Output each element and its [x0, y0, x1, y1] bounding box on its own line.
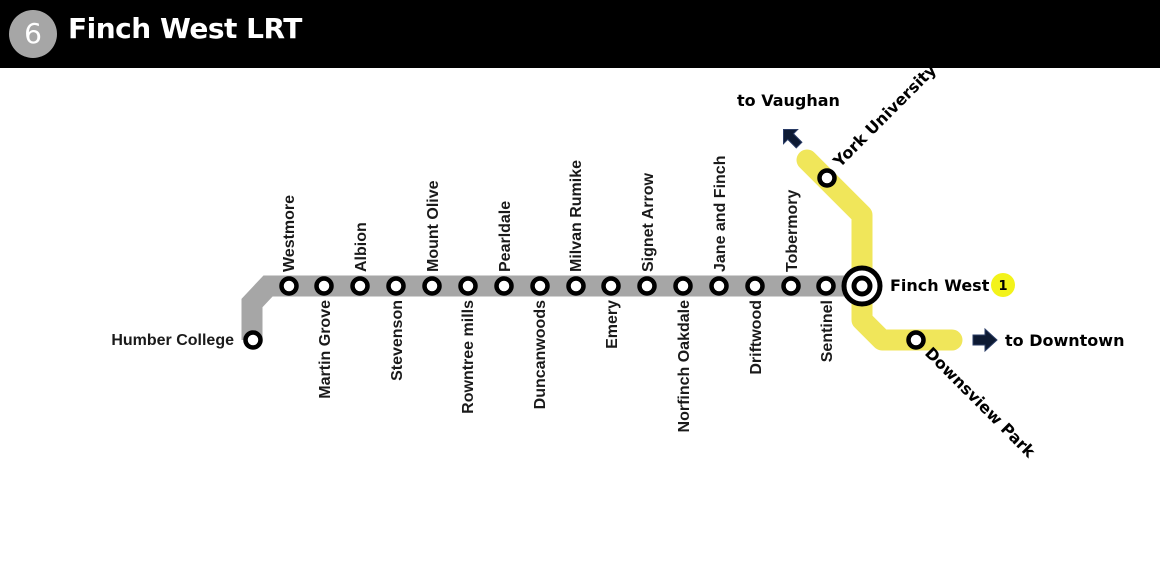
- line-1-track: [796, 149, 963, 351]
- station-york-university[interactable]: [817, 168, 837, 188]
- label-humber-college: Humber College: [111, 332, 234, 349]
- station-driftwood[interactable]: [745, 276, 765, 296]
- label-milvan-rumike: Milvan Rumike: [568, 160, 585, 272]
- station-stevenson[interactable]: [386, 276, 406, 296]
- label-martin-grove: Martin Grove: [317, 300, 334, 399]
- station-westmore[interactable]: [279, 276, 299, 296]
- label-duncanwoods: Duncanwoods: [532, 300, 549, 409]
- label-stevenson: Stevenson: [389, 300, 406, 381]
- label-albion: Albion: [353, 222, 370, 272]
- label-york-university: York University: [829, 60, 941, 172]
- header-bar: 6 Finch West LRT: [0, 0, 1160, 68]
- arrow-east-icon: [972, 327, 998, 353]
- label-rowntree-mills: Rowntree mills: [460, 300, 477, 414]
- station-duncanwoods[interactable]: [530, 276, 550, 296]
- station-emery[interactable]: [601, 276, 621, 296]
- label-westmore: Westmore: [281, 195, 298, 272]
- station-jane-and-finch[interactable]: [709, 276, 729, 296]
- label-driftwood: Driftwood: [748, 300, 765, 375]
- station-pearldale[interactable]: [494, 276, 514, 296]
- route-number-badge: 6: [9, 10, 57, 58]
- station-signet-arrow[interactable]: [637, 276, 657, 296]
- label-norfinch-oakdale: Norfinch Oakdale: [676, 300, 693, 433]
- station-martin-grove[interactable]: [314, 276, 334, 296]
- station-markers: [243, 168, 926, 350]
- arrow-northwest-icon: [783, 129, 803, 149]
- station-milvan-rumike[interactable]: [566, 276, 586, 296]
- station-sentinel[interactable]: [816, 276, 836, 296]
- station-norfinch-oakdale[interactable]: [673, 276, 693, 296]
- station-tobermory[interactable]: [781, 276, 801, 296]
- line-1-badge-number: 1: [998, 279, 1007, 294]
- station-albion[interactable]: [350, 276, 370, 296]
- label-jane-and-finch: Jane and Finch: [712, 156, 729, 272]
- station-humber-college[interactable]: [243, 330, 263, 350]
- label-emery: Emery: [604, 300, 621, 349]
- station-rowntree-mills[interactable]: [458, 276, 478, 296]
- direction-south-label: to Downtown: [1005, 331, 1124, 350]
- station-finch-west-interchange[interactable]: [841, 265, 883, 307]
- station-mount-olive[interactable]: [422, 276, 442, 296]
- page-title: Finch West LRT: [68, 12, 302, 45]
- label-pearldale: Pearldale: [497, 201, 514, 272]
- line-1-connection-badge: [991, 273, 1015, 297]
- label-finch-west: Finch West: [890, 276, 990, 295]
- label-downsview-park: Downsview Park: [921, 343, 1039, 461]
- label-sentinel: Sentinel: [819, 300, 836, 362]
- line-6-track: [241, 275, 860, 340]
- station-downsview-park[interactable]: [906, 330, 926, 350]
- label-mount-olive: Mount Olive: [425, 180, 442, 272]
- label-signet-arrow: Signet Arrow: [640, 172, 657, 272]
- direction-north-label: to Vaughan: [737, 91, 840, 110]
- label-tobermory: Tobermory: [784, 190, 801, 272]
